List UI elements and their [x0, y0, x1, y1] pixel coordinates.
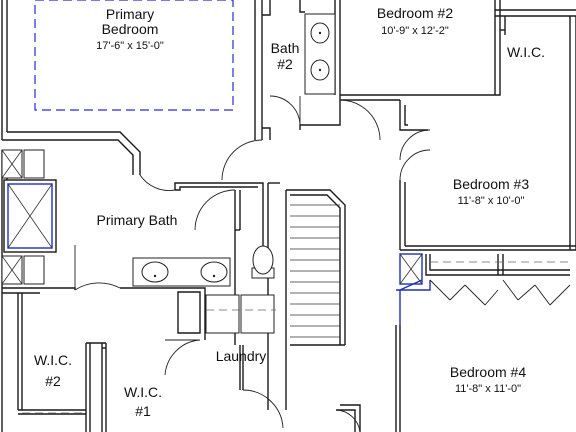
- bedroom2-name: Bedroom #2: [377, 5, 453, 21]
- doors: [74, 95, 431, 429]
- bedroom4-closet: [396, 253, 571, 325]
- bedroom4-dims: 11'-8" x 11'-0": [455, 383, 521, 395]
- toilet-icon: [251, 245, 275, 279]
- primary-bedroom-dims: 17'-6" x 15'-0": [96, 40, 164, 52]
- wic1-name-line2: #1: [135, 403, 151, 419]
- laundry-name: Laundry: [216, 348, 267, 364]
- wic-top-name: W.I.C.: [507, 44, 545, 60]
- wic2-name-line1: W.I.C.: [34, 352, 72, 368]
- bedroom3-name: Bedroom #3: [453, 176, 529, 192]
- vanity-sinks: [141, 261, 228, 283]
- wic1-name-line1: W.I.C.: [124, 384, 162, 400]
- wic2-name-line2: #2: [45, 373, 61, 389]
- room-labels: Primary Bedroom 17'-6" x 15'-0" Bath #2 …: [34, 5, 545, 419]
- primary-bath-name: Primary Bath: [97, 212, 178, 228]
- bath2-name-line1: Bath: [271, 40, 300, 56]
- bedroom4-name: Bedroom #4: [450, 364, 526, 380]
- primary-bedroom-name-line2: Bedroom: [102, 21, 159, 37]
- bedroom2-dims: 10'-9" x 12'-2": [381, 25, 449, 37]
- tray-ceiling-outline: [34, 0, 234, 111]
- primary-bedroom-name-line1: Primary: [106, 6, 154, 22]
- bath2-fixtures: [262, 0, 336, 95]
- bedroom3-dims: 11'-8" x 10'-0": [458, 195, 525, 207]
- staircase: [286, 189, 346, 346]
- bath2-name-line2: #2: [277, 56, 293, 72]
